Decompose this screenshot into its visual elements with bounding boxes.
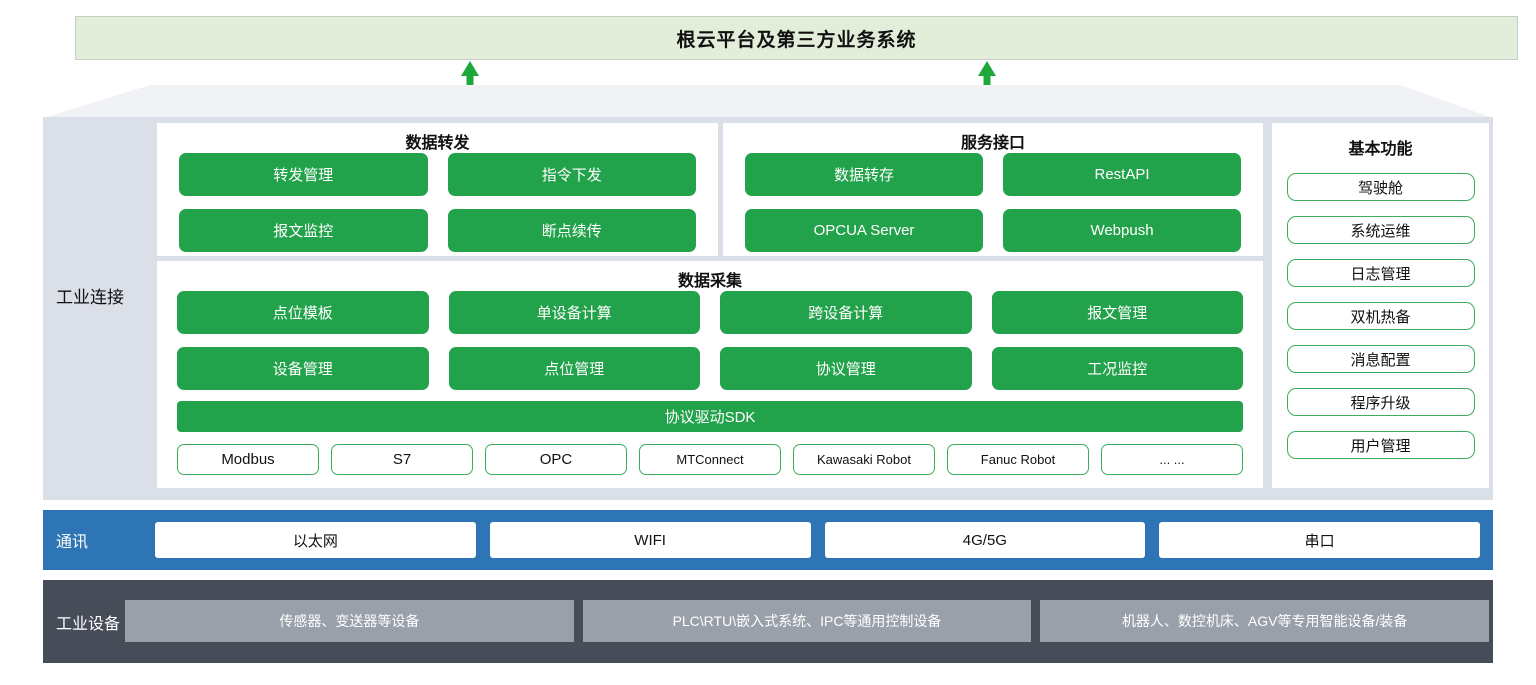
container-top-face	[43, 85, 1493, 118]
industrial-devices-items: 传感器、变送器等设备 PLC\RTU\嵌入式系统、IPC等通用控制设备 机器人、…	[125, 600, 1490, 642]
data-collection-title: 数据采集	[677, 273, 742, 290]
communication-box: 串口	[1159, 522, 1480, 558]
platform-banner-title: 根云平台及第三方业务系统	[676, 29, 917, 51]
communication-box: 以太网	[155, 522, 476, 558]
feature-button: 点位管理	[448, 347, 700, 390]
basic-function-box: 日志管理	[1286, 259, 1475, 287]
data-collection-grid: 点位模板 单设备计算 跨设备计算 报文管理 设备管理 点位管理 协议管理 工况监…	[157, 291, 1263, 390]
data-forward-panel: 数据转发 转发管理 指令下发 报文监控 断点续传	[157, 123, 718, 256]
basic-function-box: 消息配置	[1286, 345, 1475, 373]
basic-function-box: 系统运维	[1286, 216, 1475, 244]
feature-button: 工况监控	[991, 347, 1243, 390]
feature-button: 单设备计算	[448, 291, 700, 334]
feature-button: 断点续传	[447, 209, 696, 252]
communication-box: 4G/5G	[824, 522, 1146, 558]
protocol-box: MTConnect	[639, 444, 781, 475]
communication-items: 以太网 WIFI 4G/5G 串口	[155, 522, 1480, 558]
data-forward-grid: 转发管理 指令下发 报文监控 断点续传	[157, 153, 718, 252]
protocol-box: ... ...	[1101, 444, 1243, 475]
feature-button: 点位模板	[177, 291, 429, 334]
basic-functions-title: 基本功能	[1348, 141, 1413, 158]
feature-button: 协议管理	[720, 347, 972, 390]
feature-button: 跨设备计算	[720, 291, 972, 334]
protocol-box: Kawasaki Robot	[793, 444, 935, 475]
protocol-box: OPC	[485, 444, 627, 475]
platform-banner: 根云平台及第三方业务系统	[75, 16, 1518, 60]
data-collection-panel: 数据采集 点位模板 单设备计算 跨设备计算 报文管理 设备管理 点位管理 协议管…	[157, 261, 1263, 488]
basic-function-box: 程序升级	[1286, 388, 1475, 416]
feature-button: RestAPI	[1003, 153, 1241, 196]
protocol-box: S7	[331, 444, 473, 475]
basic-functions-list: 驾驶舱 系统运维 日志管理 双机热备 消息配置 程序升级 用户管理	[1272, 173, 1489, 459]
communication-bar: 通讯 以太网 WIFI 4G/5G 串口	[43, 510, 1493, 570]
feature-button: 指令下发	[447, 153, 696, 196]
service-interface-panel: 服务接口 数据转存 RestAPI OPCUA Server Webpush	[723, 123, 1263, 256]
protocol-sdk-bar: 协议驱动SDK	[177, 401, 1243, 432]
communication-label: 通讯	[56, 534, 89, 551]
protocol-box: Modbus	[177, 444, 319, 475]
industrial-devices-label: 工业设备	[56, 615, 121, 633]
feature-button: 数据转存	[745, 153, 983, 196]
feature-button: 转发管理	[179, 153, 428, 196]
basic-function-box: 双机热备	[1286, 302, 1475, 330]
basic-function-box: 驾驶舱	[1286, 173, 1475, 201]
device-box: 传感器、变送器等设备	[125, 600, 574, 642]
data-forward-title: 数据转发	[405, 135, 470, 152]
service-interface-title: 服务接口	[960, 135, 1025, 152]
feature-button: 设备管理	[177, 347, 429, 390]
protocol-box: Fanuc Robot	[947, 444, 1089, 475]
communication-box: WIFI	[489, 522, 811, 558]
basic-function-box: 用户管理	[1286, 431, 1475, 459]
service-interface-grid: 数据转存 RestAPI OPCUA Server Webpush	[723, 153, 1263, 252]
device-box: 机器人、数控机床、AGV等专用智能设备/装备	[1040, 600, 1490, 642]
industrial-devices-bar: 工业设备 传感器、变送器等设备 PLC\RTU\嵌入式系统、IPC等通用控制设备…	[43, 580, 1493, 663]
feature-button: Webpush	[1003, 209, 1241, 252]
feature-button: 报文管理	[991, 291, 1243, 334]
industrial-connection-container: 工业连接 数据转发 转发管理 指令下发 报文监控 断点续传 服务接口 数据转存 …	[43, 117, 1493, 500]
industrial-connection-label: 工业连接	[56, 288, 124, 307]
basic-functions-panel: 基本功能 驾驶舱 系统运维 日志管理 双机热备 消息配置 程序升级 用户管理	[1272, 123, 1489, 488]
feature-button: OPCUA Server	[745, 209, 983, 252]
protocol-row: Modbus S7 OPC MTConnect Kawasaki Robot F…	[177, 444, 1243, 475]
device-box: PLC\RTU\嵌入式系统、IPC等通用控制设备	[582, 600, 1032, 642]
feature-button: 报文监控	[179, 209, 428, 252]
